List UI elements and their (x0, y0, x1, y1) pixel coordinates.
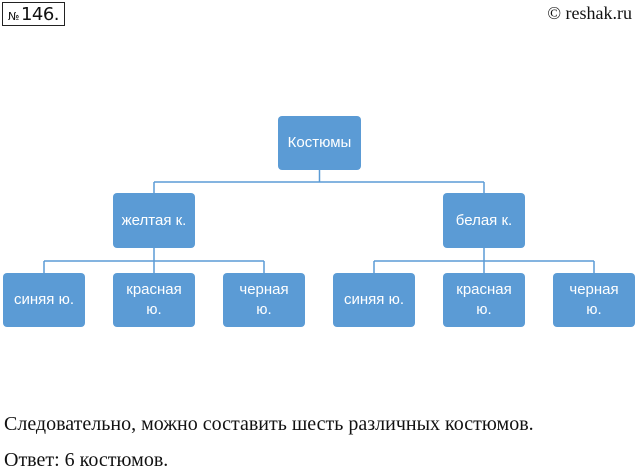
node-leaf-white-blue: синяя ю. (333, 273, 415, 327)
node-leaf-yellow-black: черная ю. (223, 273, 305, 327)
conclusion-text: Следовательно, можно составить шесть раз… (4, 413, 534, 435)
node-root: Костюмы (278, 116, 361, 170)
tree-connectors (43, 170, 595, 273)
site-credit: © reshak.ru (547, 3, 632, 23)
node-leaf-white-red: красная ю. (443, 273, 525, 327)
node-leaf-white-black: черная ю. (553, 273, 635, 327)
answer-text: Ответ: 6 костюмов. (4, 449, 169, 471)
node-leaf-yellow-blue: синяя ю. (3, 273, 85, 327)
node-leaf-yellow-red: красная ю. (113, 273, 195, 327)
number-value: 146. (20, 4, 60, 25)
number-prefix: № (8, 10, 19, 23)
node-branch-white: белая к. (443, 193, 525, 248)
node-branch-yellow: желтая к. (113, 193, 195, 248)
